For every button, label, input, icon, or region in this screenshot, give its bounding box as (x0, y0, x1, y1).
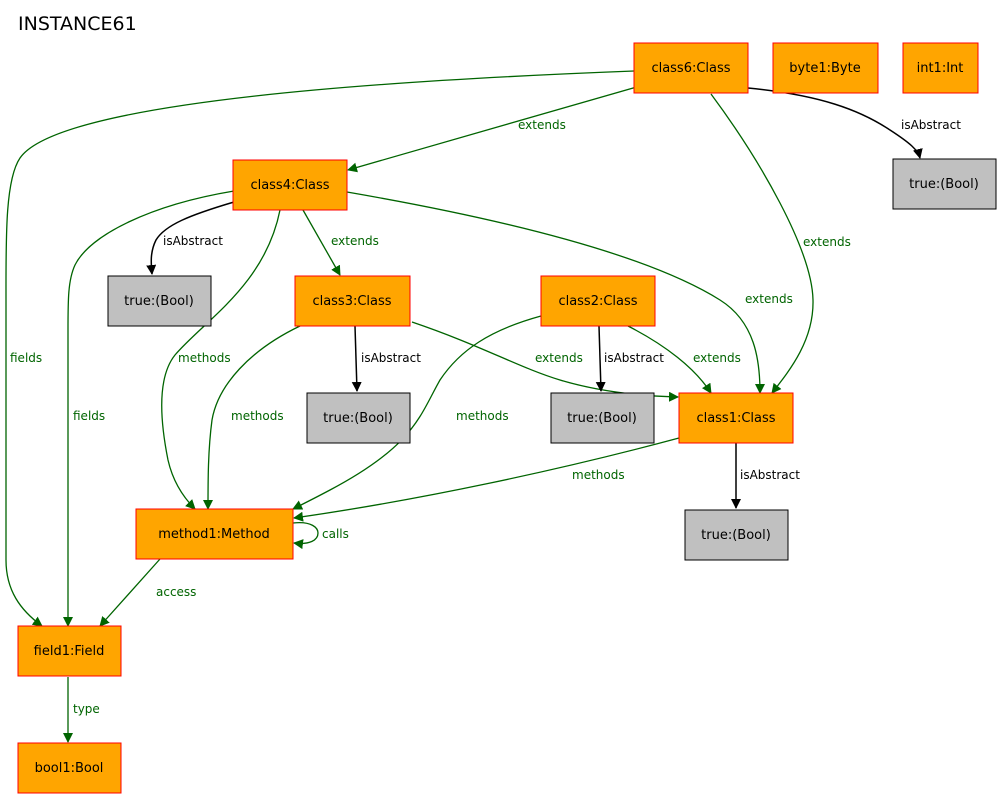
edge-class6-extends-class1 (710, 93, 814, 394)
node-true-class3: true:(Bool) (306, 392, 411, 444)
node-true-class4-label: true:(Bool) (124, 294, 194, 309)
node-class4-label: class4:Class (250, 178, 329, 193)
edge-label-class1-methods: methods (572, 468, 625, 482)
edge-label-class2-extends-class1: extends (693, 351, 741, 365)
edge-class3-methods-method1 (203, 325, 301, 510)
node-true-class6-label: true:(Bool) (909, 177, 979, 192)
edge-class6-extends-class4 (347, 85, 641, 173)
edge-label-class1-isabstract: isAbstract (740, 468, 800, 482)
edge-class3-isabstract (351, 325, 362, 392)
node-class6: class6:Class (633, 42, 749, 94)
edge-label-method1-calls: calls (322, 527, 349, 541)
edge-class6-isabstract (747, 87, 923, 159)
node-bool1-label: bool1:Bool (35, 761, 104, 776)
edge-class6-fields-field1 (5, 70, 635, 627)
node-field1: field1:Field (17, 625, 122, 677)
diagram-title: INSTANCE61 (18, 13, 137, 35)
node-true-class2: true:(Bool) (550, 392, 655, 444)
edge-label-class2-methods: methods (456, 409, 509, 423)
edge-label-class4-fields: fields (73, 409, 105, 423)
node-class2-label: class2:Class (558, 294, 637, 309)
node-true-class3-label: true:(Bool) (323, 411, 393, 426)
node-class2: class2:Class (540, 275, 656, 327)
edge-method1-access-field1 (99, 558, 161, 627)
edge-class1-methods-method1 (293, 437, 680, 522)
node-class3: class3:Class (294, 275, 411, 327)
node-int1: int1:Int (902, 42, 979, 94)
edge-class4-extends-class3 (302, 209, 341, 276)
node-class3-label: class3:Class (312, 294, 391, 309)
edge-label-class6-extends-class4: extends (518, 118, 566, 132)
edge-method1-calls-self (292, 522, 319, 550)
edge-class2-methods-method1 (292, 315, 542, 510)
node-byte1: byte1:Byte (772, 42, 879, 94)
edge-class4-fields-field1 (63, 190, 235, 627)
node-true-class2-label: true:(Bool) (567, 411, 637, 426)
edge-class2-isabstract (595, 325, 606, 392)
edges: fields extends isAbstract extends isAbst… (5, 70, 961, 743)
edge-label-class3-isabstract: isAbstract (361, 351, 421, 365)
edge-label-class6-extends-class1: extends (803, 235, 851, 249)
edge-label-class4-methods: methods (178, 351, 231, 365)
edge-label-class4-isabstract: isAbstract (163, 234, 223, 248)
edge-class4-extends-class1 (346, 191, 765, 394)
node-class6-label: class6:Class (651, 61, 730, 76)
edge-label-class4-extends-class3: extends (331, 234, 379, 248)
edge-label-class3-methods: methods (231, 409, 284, 423)
node-bool1: bool1:Bool (17, 742, 122, 794)
node-method1: method1:Method (135, 508, 294, 560)
edge-label-class4-extends-class1: extends (745, 292, 793, 306)
edge-label-class6-fields: fields (10, 351, 42, 365)
edge-label-class2-isabstract: isAbstract (604, 351, 664, 365)
node-class1-label: class1:Class (696, 411, 775, 426)
node-class4: class4:Class (232, 159, 348, 211)
nodes: class6:Class byte1:Byte int1:Int true:(B… (17, 42, 997, 794)
node-true-class6: true:(Bool) (892, 158, 997, 210)
node-int1-label: int1:Int (917, 61, 964, 76)
edge-label-class3-extends-class1: extends (535, 351, 583, 365)
node-byte1-label: byte1:Byte (789, 61, 860, 76)
node-true-class1: true:(Bool) (684, 509, 789, 561)
node-true-class1-label: true:(Bool) (701, 528, 771, 543)
node-class1: class1:Class (678, 392, 794, 444)
edge-label-field1-type: type (73, 702, 100, 716)
node-field1-label: field1:Field (34, 644, 105, 659)
node-true-class4: true:(Bool) (107, 275, 212, 327)
node-method1-label: method1:Method (158, 527, 270, 542)
edge-label-class6-isabstract: isAbstract (901, 118, 961, 132)
edge-class4-isabstract (146, 201, 235, 275)
edge-label-method1-access: access (156, 585, 196, 599)
edge-class4-methods-method1 (161, 209, 281, 510)
edge-class2-extends-class1 (627, 325, 712, 394)
